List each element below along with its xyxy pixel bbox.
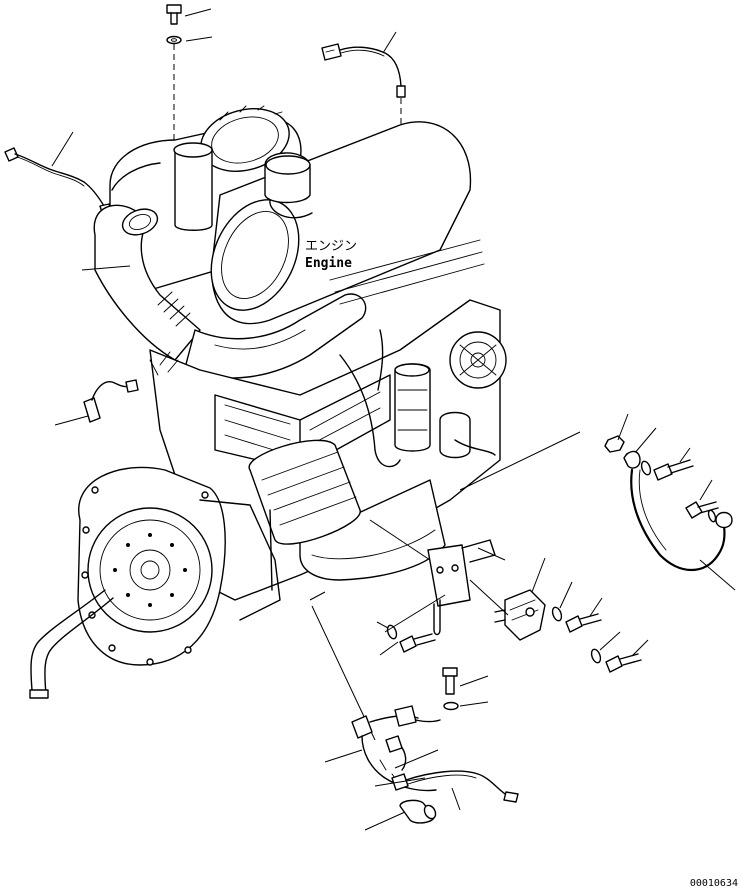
leader-top-harness [382,31,397,54]
leader-switch [531,557,546,593]
leader-switch-wire [469,579,509,616]
intake-hose [93,204,201,361]
vertical-washer[interactable] [443,701,459,711]
leader-vertical-bolt [459,675,489,687]
main-wire-harness[interactable] [351,705,441,792]
leader-left-harness [51,131,74,167]
bottom-sensor-cable[interactable] [391,770,519,803]
drawing-number: 00010634 [690,878,738,889]
leader-lower-bracket [384,594,446,633]
top-washer[interactable] [166,35,182,45]
leader-vertical-washer [459,701,489,707]
leader-bracket-mount [369,519,431,561]
center-washer-2[interactable] [590,631,621,664]
left-sensor-harness[interactable] [4,147,113,225]
leader-top-bolt [184,8,212,17]
battery-relay-switch[interactable] [494,589,546,641]
engine-label-japanese: エンジン [305,239,357,254]
right-washer-3[interactable] [707,509,717,523]
center-bolt-1[interactable] [565,597,603,633]
leader-right-cable [459,431,581,491]
leader-left-clamp [81,265,131,271]
engine-assembly [77,105,507,666]
lower-left-hose[interactable] [29,589,114,699]
battery-cable[interactable] [623,450,733,571]
leader-main-harness [324,749,363,763]
center-bolt-2[interactable] [605,639,649,673]
lower-bolt-left[interactable] [376,621,436,653]
leader-harness-link [309,591,326,601]
right-washer-2[interactable] [640,460,652,476]
front-rod [269,509,273,591]
leader-battery-cable [699,559,736,591]
right-nut[interactable] [604,413,629,453]
center-washer-1[interactable] [551,581,573,622]
intake-riser [173,142,213,231]
right-bolt-2[interactable] [685,479,719,519]
engine-label-english: Engine [305,256,352,271]
mounting-bracket[interactable] [427,539,496,636]
exhaust-muffler [210,121,472,325]
leader-left-sensor [54,415,89,426]
flywheel-housing [77,466,226,666]
leader-top-washer [185,36,213,42]
alternator [449,331,507,389]
right-bolt-1[interactable] [653,447,694,481]
top-sensor-harness[interactable] [321,43,406,98]
front-bracket [199,499,281,621]
leader-harness-connector [394,749,439,769]
leader-bracket [477,547,506,561]
left-middle-sensor[interactable] [83,379,139,423]
top-bolt[interactable] [166,4,182,25]
vertical-bolt[interactable] [442,667,458,695]
engine-block [149,239,507,601]
bottom-sensor-plug[interactable] [399,799,438,824]
leader-bottom-plug [364,811,406,831]
leader-lower-left-bolt [379,641,399,656]
leader-bottom-cable [451,787,461,811]
engine-label: エンジン Engine [305,239,357,271]
leader-bottom-connector [374,777,426,787]
